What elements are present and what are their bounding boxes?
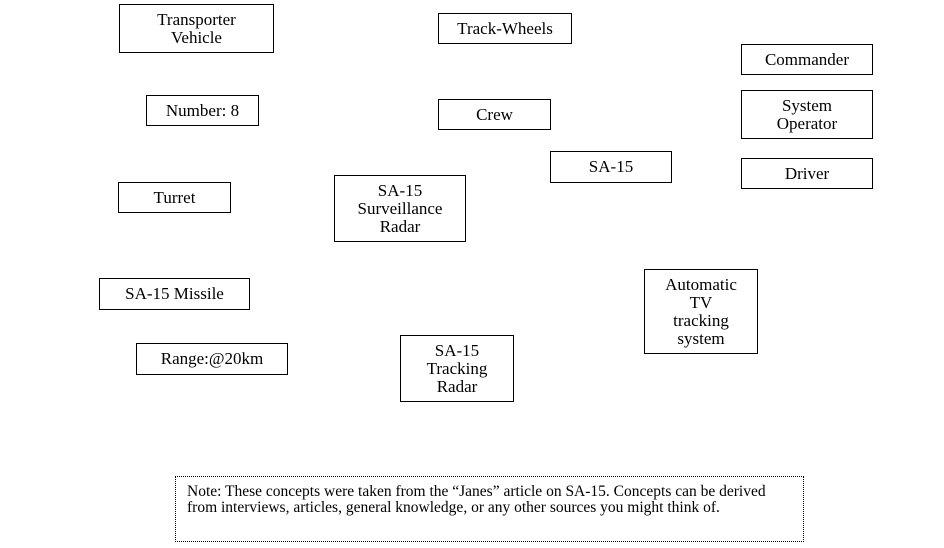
concept-tracking-radar[interactable]: SA-15 Tracking Radar	[400, 335, 514, 402]
concept-range[interactable]: Range:@20km	[136, 343, 288, 375]
concept-turret[interactable]: Turret	[118, 182, 231, 213]
concept-driver[interactable]: Driver	[741, 158, 873, 189]
concept-sa15[interactable]: SA-15	[550, 151, 672, 183]
concept-transporter-vehicle[interactable]: Transporter Vehicle	[119, 4, 274, 53]
note-text: Note: These concepts were taken from the…	[187, 483, 766, 516]
concept-surveillance-radar[interactable]: SA-15 Surveillance Radar	[334, 175, 466, 242]
concept-system-operator[interactable]: System Operator	[741, 90, 873, 139]
concept-sa15-missile[interactable]: SA-15 Missile	[99, 278, 250, 310]
concept-crew[interactable]: Crew	[438, 99, 551, 130]
concept-tv-tracking-system[interactable]: Automatic TV tracking system	[644, 269, 758, 354]
concept-number[interactable]: Number: 8	[146, 95, 259, 126]
concept-commander[interactable]: Commander	[741, 44, 873, 75]
concept-track-wheels[interactable]: Track-Wheels	[438, 13, 572, 44]
note-box: Note: These concepts were taken from the…	[175, 476, 804, 542]
